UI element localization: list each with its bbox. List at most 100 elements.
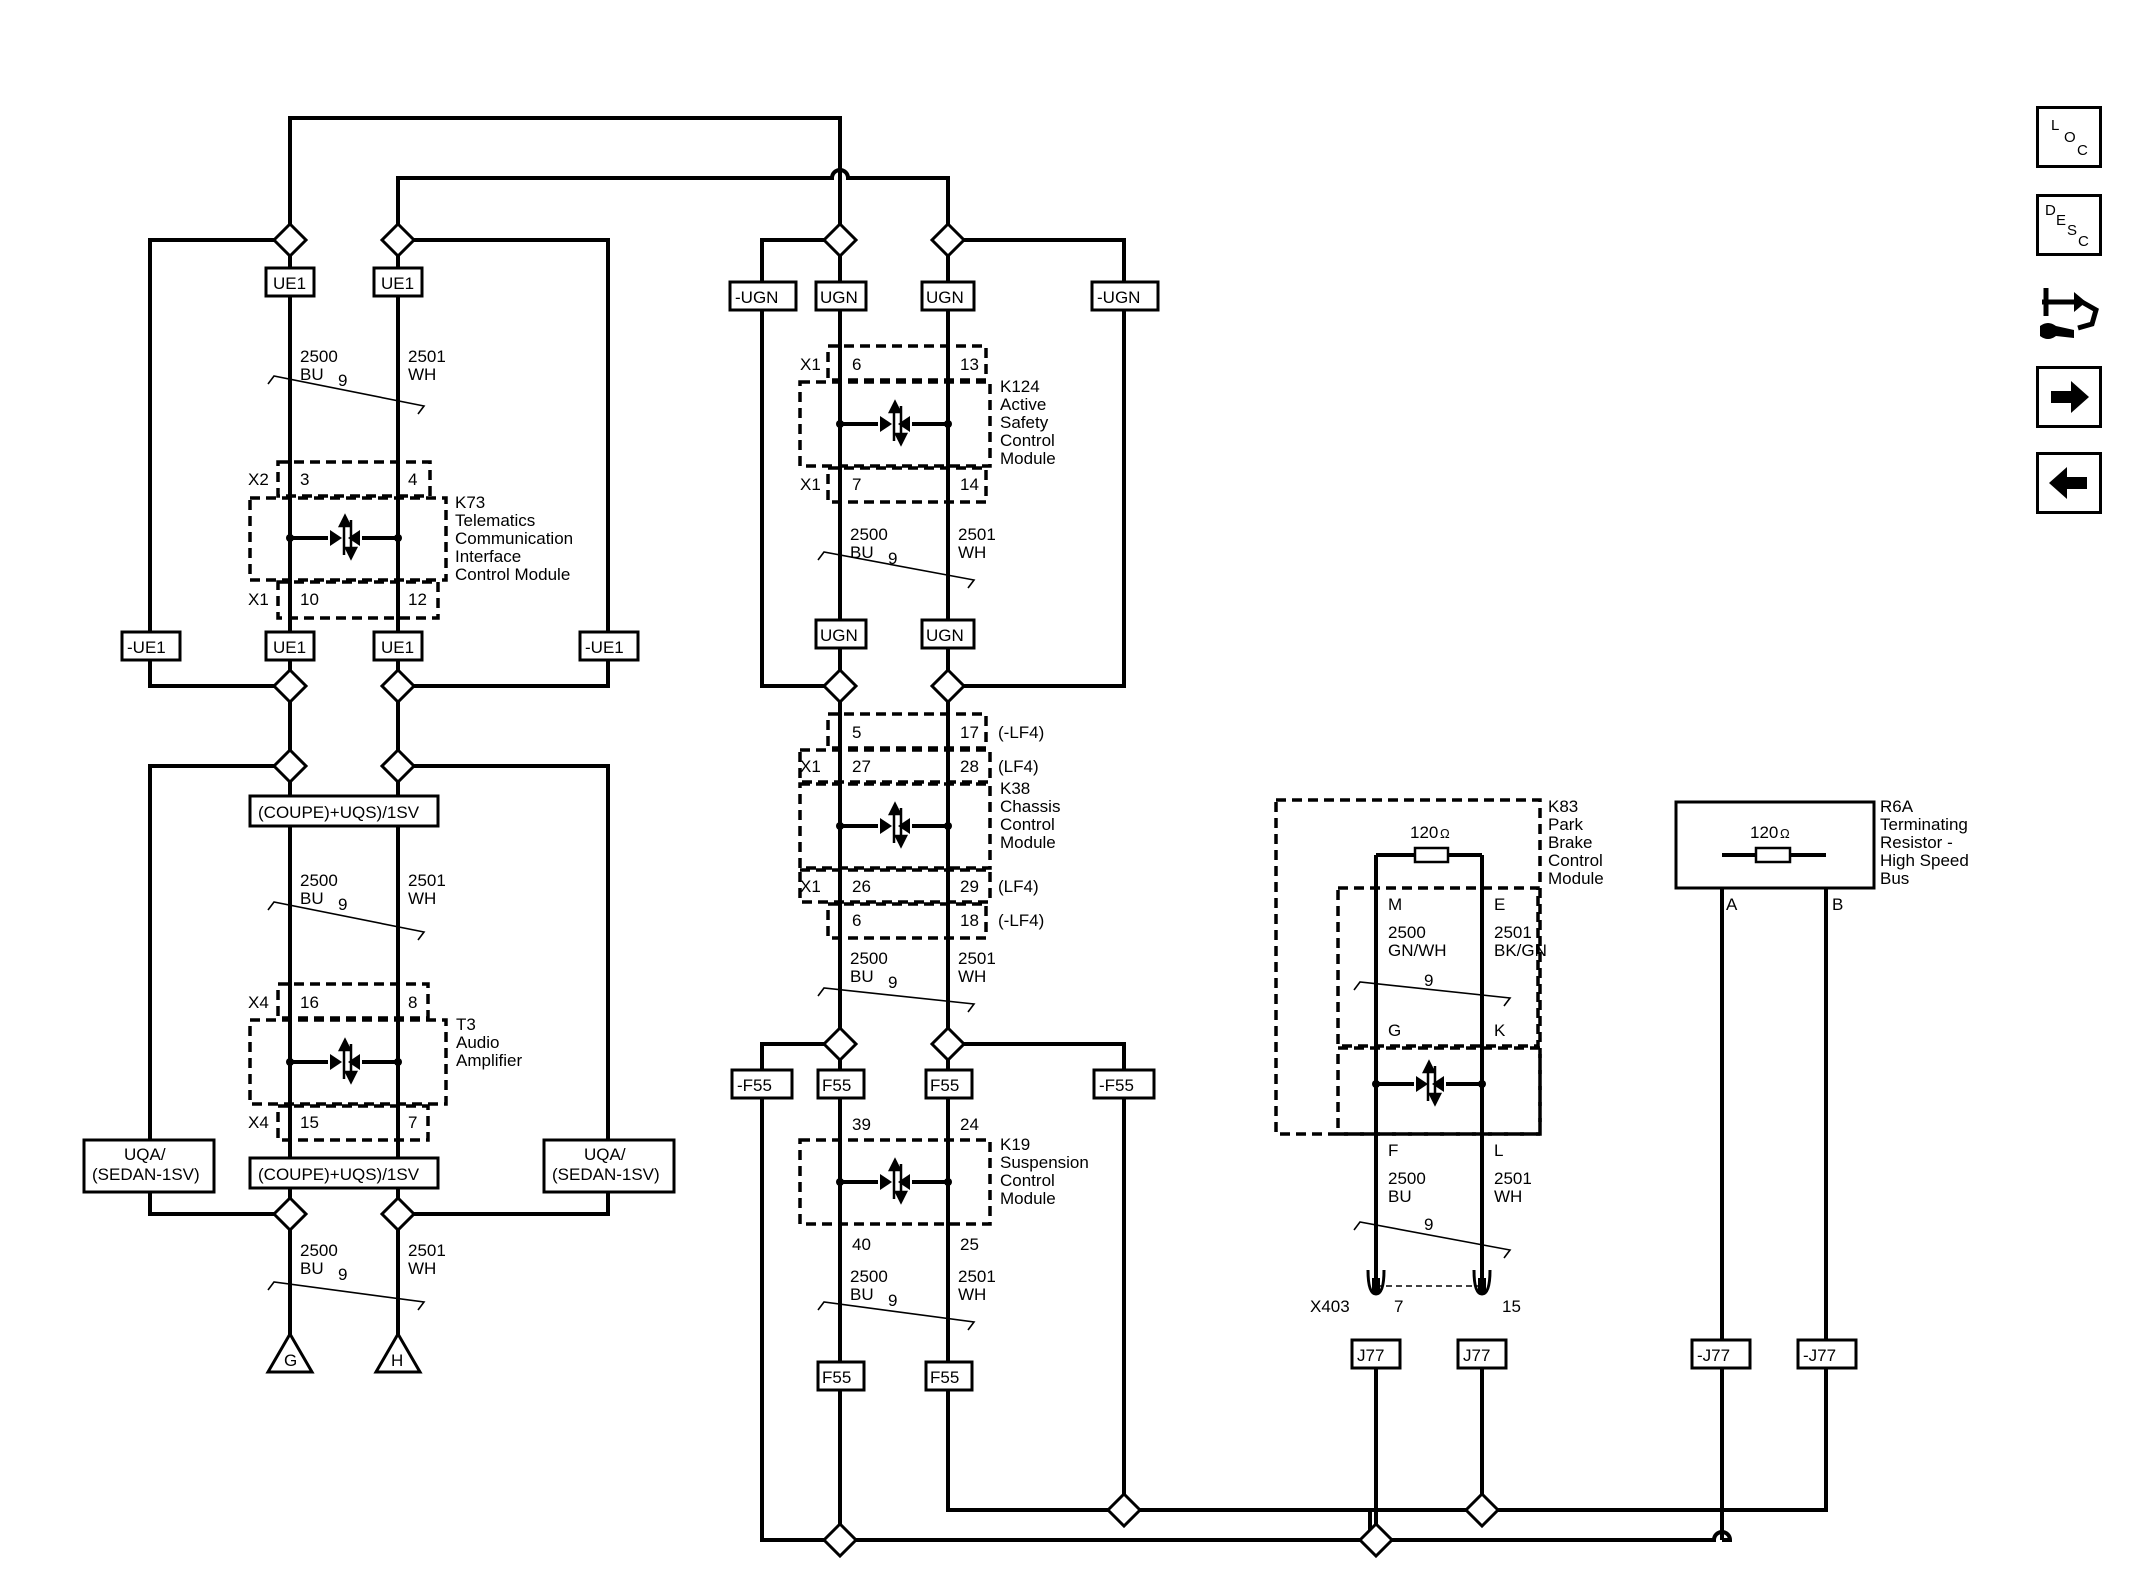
svg-text:L: L [2051,117,2059,134]
svg-text:Module: Module [1000,1189,1056,1208]
description-icon: D E S C [2045,202,2089,250]
svg-text:UGN: UGN [820,288,858,307]
svg-text:M: M [1388,895,1402,914]
svg-text:7: 7 [852,475,861,494]
svg-text:B: B [1832,895,1843,914]
svg-text:9: 9 [888,1291,897,1310]
svg-text:9: 9 [888,549,897,568]
description-button[interactable]: D E S C [2036,194,2102,256]
svg-text:F55: F55 [822,1368,851,1387]
svg-text:A: A [1726,895,1738,914]
svg-text:18: 18 [960,911,979,930]
svg-text:J77: J77 [1463,1346,1490,1365]
svg-text:BU: BU [300,1259,324,1278]
svg-text:UGN: UGN [820,626,858,645]
k19-title: K19 [1000,1135,1030,1154]
svg-text:-J77: -J77 [1697,1346,1730,1365]
svg-text:X4: X4 [248,1113,269,1132]
svg-text:2500: 2500 [850,1267,888,1286]
wires [148,116,1828,1542]
svg-text:Suspension: Suspension [1000,1153,1089,1172]
svg-text:(-LF4): (-LF4) [998,911,1044,930]
svg-text:Control Module: Control Module [455,565,570,584]
svg-text:2501: 2501 [1494,923,1532,942]
svg-text:(COUPE)+UQS)/1SV: (COUPE)+UQS)/1SV [258,803,420,822]
svg-text:Audio: Audio [456,1033,499,1052]
svg-text:UE1: UE1 [381,638,414,657]
svg-text:C: C [2077,142,2088,159]
svg-text:X1: X1 [248,590,269,609]
svg-text:2501: 2501 [958,525,996,544]
k38-module: 5 17 (-LF4) X1 27 28 (LF4) K38 Chassis C… [798,712,1060,940]
svg-text:15: 15 [1502,1297,1521,1316]
svg-text:2501: 2501 [958,949,996,968]
svg-text:WH: WH [408,1259,436,1278]
svg-text:(LF4): (LF4) [998,757,1039,776]
previous-page-button[interactable] [2036,452,2102,514]
svg-text:Resistor -: Resistor - [1880,833,1953,852]
svg-text:X1: X1 [800,355,821,374]
svg-text:WH: WH [408,889,436,908]
svg-text:24: 24 [960,1115,979,1134]
svg-text:29: 29 [960,877,979,896]
svg-text:2500: 2500 [300,871,338,890]
svg-text:L: L [1494,1141,1503,1160]
svg-text:Interface: Interface [455,547,521,566]
svg-text:2500: 2500 [300,1241,338,1260]
svg-text:UE1: UE1 [381,274,414,293]
r6a-resistor: 120 Ω A B R6A Terminating Resistor - Hig… [1674,797,1969,914]
svg-text:BU: BU [1388,1187,1412,1206]
svg-text:Ω: Ω [1440,826,1450,841]
svg-text:Ω: Ω [1780,826,1790,841]
wiring-diagram: X2 3 4 X1 10 12 K73 Telematics Communica… [82,116,1969,1559]
svg-text:2500: 2500 [850,525,888,544]
svg-text:4: 4 [408,470,417,489]
svg-text:UE1: UE1 [273,638,306,657]
svg-text:-F55: -F55 [1099,1076,1134,1095]
svg-text:25: 25 [960,1235,979,1254]
svg-text:C: C [2078,233,2089,250]
connector-tool-button[interactable] [2034,280,2104,350]
next-page-button[interactable] [2036,366,2102,428]
svg-text:G: G [284,1351,297,1370]
svg-text:7: 7 [408,1113,417,1132]
svg-text:X4: X4 [248,993,269,1012]
svg-text:(SEDAN-1SV): (SEDAN-1SV) [92,1165,200,1184]
svg-text:2500: 2500 [850,949,888,968]
svg-text:Control: Control [1000,815,1055,834]
svg-text:O: O [2064,129,2076,146]
svg-text:X1: X1 [800,757,821,776]
svg-text:-F55: -F55 [737,1076,772,1095]
svg-text:WH: WH [1494,1187,1522,1206]
svg-text:-UGN: -UGN [735,288,778,307]
svg-text:UGN: UGN [926,626,964,645]
svg-text:D: D [2045,202,2056,219]
svg-text:X1: X1 [800,475,821,494]
splice-points [271,221,1501,1559]
svg-text:13: 13 [960,355,979,374]
location-button[interactable]: L O C [2036,106,2102,168]
svg-text:39: 39 [852,1115,871,1134]
svg-text:2501: 2501 [408,1241,446,1260]
svg-text:UQA/: UQA/ [584,1145,626,1164]
svg-text:-J77: -J77 [1803,1346,1836,1365]
svg-text:BU: BU [850,1285,874,1304]
svg-text:40: 40 [852,1235,871,1254]
svg-text:Module: Module [1000,449,1056,468]
svg-text:2500: 2500 [300,347,338,366]
svg-text:BU: BU [300,889,324,908]
location-icon: L O C [2051,117,2088,159]
svg-text:J77: J77 [1357,1346,1384,1365]
svg-text:BU: BU [300,365,324,384]
svg-text:BU: BU [850,967,874,986]
svg-text:High Speed: High Speed [1880,851,1969,870]
svg-text:F55: F55 [822,1076,851,1095]
t3-module: X4 16 8 X4 15 7 T3 Audio Amplifier [248,982,522,1142]
svg-text:X2: X2 [248,470,269,489]
svg-text:5: 5 [852,723,861,742]
svg-text:E: E [2056,212,2066,229]
page-reference-triangles: G H [265,1331,423,1374]
k83-module: 120 Ω M E G K F L K83 Park Brake Control… [1274,797,1604,1160]
svg-text:Amplifier: Amplifier [456,1051,522,1070]
svg-text:X1: X1 [800,877,821,896]
